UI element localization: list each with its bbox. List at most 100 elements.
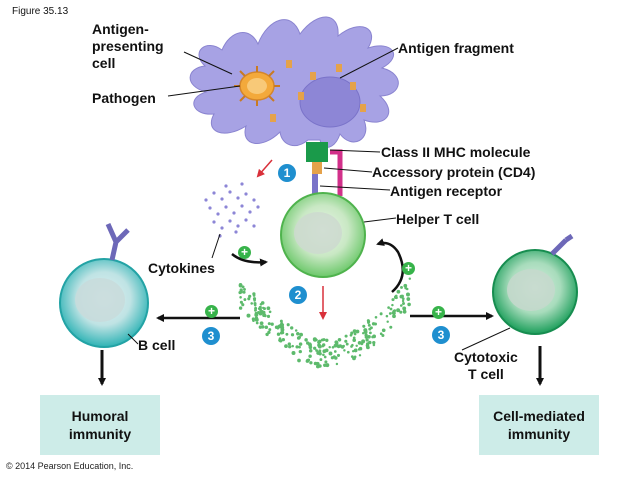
step-3-left-badge: 3 xyxy=(202,327,220,345)
cytokine-dot xyxy=(353,332,357,336)
cytokine-dot xyxy=(386,320,389,323)
cytokine-dot xyxy=(331,345,335,349)
cytokine-dot xyxy=(385,314,389,318)
cytokine-dot xyxy=(252,319,255,322)
plus-icon: + xyxy=(238,246,251,259)
cytokine-dot xyxy=(396,308,401,313)
cytokine-dot xyxy=(278,324,282,328)
cytokine-dot xyxy=(313,361,318,366)
cytokine-dot xyxy=(362,324,366,328)
cytokine-dot xyxy=(322,353,325,357)
cytokines-label: Cytokines xyxy=(148,260,215,276)
cytokine-dot xyxy=(355,329,360,334)
cytokine-dot xyxy=(379,332,383,336)
cytokine-dot xyxy=(318,349,322,353)
cytokine-dot xyxy=(371,322,376,326)
cytokine-dot xyxy=(349,333,353,337)
cytokine-dot xyxy=(343,349,346,352)
cytokine-dot xyxy=(357,341,362,345)
cytokine-dot xyxy=(284,344,288,348)
cytokine-dot xyxy=(352,329,357,334)
cytokine-dot xyxy=(344,339,348,343)
cytokine-dot xyxy=(324,360,328,364)
cytokine-dot xyxy=(315,349,319,352)
cytokine-dot xyxy=(243,298,247,302)
cytokine-dot xyxy=(333,350,337,353)
cytokine-dot xyxy=(308,354,312,358)
cytokine-dot xyxy=(350,345,353,348)
cytokine-dot xyxy=(372,340,376,345)
cytokine-dot xyxy=(353,355,357,359)
cytokine-dot xyxy=(252,294,256,297)
cytokine-dot xyxy=(325,363,330,368)
cytokine-dot xyxy=(258,307,262,311)
cytokine-dot xyxy=(313,346,317,350)
antigen-fragment-label: Antigen fragment xyxy=(398,40,514,56)
cytokine-dot xyxy=(407,302,411,307)
cytokine-dot xyxy=(248,294,252,298)
cytokine-dot xyxy=(267,322,271,326)
cytokine-dot xyxy=(298,335,301,339)
cytokine-dot xyxy=(263,307,266,311)
cytokine-dot xyxy=(254,317,259,322)
cytotoxic-label: Cytotoxic T cell xyxy=(454,349,518,382)
cytokine-dot xyxy=(254,308,257,312)
cytokine-dot xyxy=(308,345,313,350)
step-1-badge: 1 xyxy=(278,164,296,182)
cytokine-dot xyxy=(335,362,339,366)
cytokine-dot xyxy=(294,329,298,332)
cytokine-dot xyxy=(396,289,401,294)
cytokine-dot xyxy=(400,285,403,289)
cytokine-dot xyxy=(253,303,257,307)
cytokine-to-helper-arrow xyxy=(231,253,268,267)
b-cell xyxy=(59,222,149,348)
cytokine-dot xyxy=(345,342,349,346)
cytokine-dot xyxy=(364,335,368,339)
cytokine-dot xyxy=(279,339,283,343)
cytokine-dot xyxy=(391,311,395,315)
cytokine-dot xyxy=(319,358,323,362)
cytokine-dot xyxy=(304,338,308,342)
cytokine-dot xyxy=(246,313,251,318)
cytokine-dot xyxy=(288,345,292,349)
cytokine-dot xyxy=(367,323,371,327)
cytokine-dot xyxy=(361,331,365,335)
cytokine-dot xyxy=(403,309,406,313)
cytokine-dot xyxy=(308,349,313,353)
cytokine-dot xyxy=(309,361,313,365)
plus-icon: + xyxy=(432,306,445,319)
cytokine-dot xyxy=(387,306,390,309)
cytokine-dot xyxy=(239,290,243,294)
cytokine-dot xyxy=(282,338,285,342)
cytokine-dot xyxy=(324,348,329,353)
cytokine-dot xyxy=(270,322,274,326)
cytokine-dot xyxy=(399,310,403,314)
cytokine-dot xyxy=(342,344,345,348)
cytokine-dot xyxy=(291,344,294,348)
cytokine-dot xyxy=(355,344,358,348)
cytokine-dot xyxy=(392,314,396,319)
cytokine-dot xyxy=(268,328,272,332)
cytokine-dot xyxy=(318,352,322,356)
cytokine-dot xyxy=(335,343,339,347)
cytokine-dot xyxy=(306,341,310,345)
step1-arrow xyxy=(256,159,273,178)
cytokine-dot xyxy=(298,349,302,354)
cytokine-dot xyxy=(406,292,410,297)
cytokine-dot xyxy=(328,345,331,349)
cytokine-dot xyxy=(286,323,290,327)
cytokine-dot xyxy=(381,328,386,333)
cytokine-dot xyxy=(254,312,259,317)
cytokine-dot xyxy=(389,307,393,311)
cytokine-dot xyxy=(334,356,338,360)
cytokine-dot xyxy=(276,332,281,336)
cytokine-dot xyxy=(318,364,322,368)
cytokine-dot xyxy=(242,290,246,294)
cytokine-dot xyxy=(280,323,285,327)
cytokine-dot xyxy=(368,340,372,345)
cytokine-dot xyxy=(337,338,342,342)
mhc-label: Class II MHC molecule xyxy=(381,144,531,160)
cytokine-dot xyxy=(262,310,266,315)
